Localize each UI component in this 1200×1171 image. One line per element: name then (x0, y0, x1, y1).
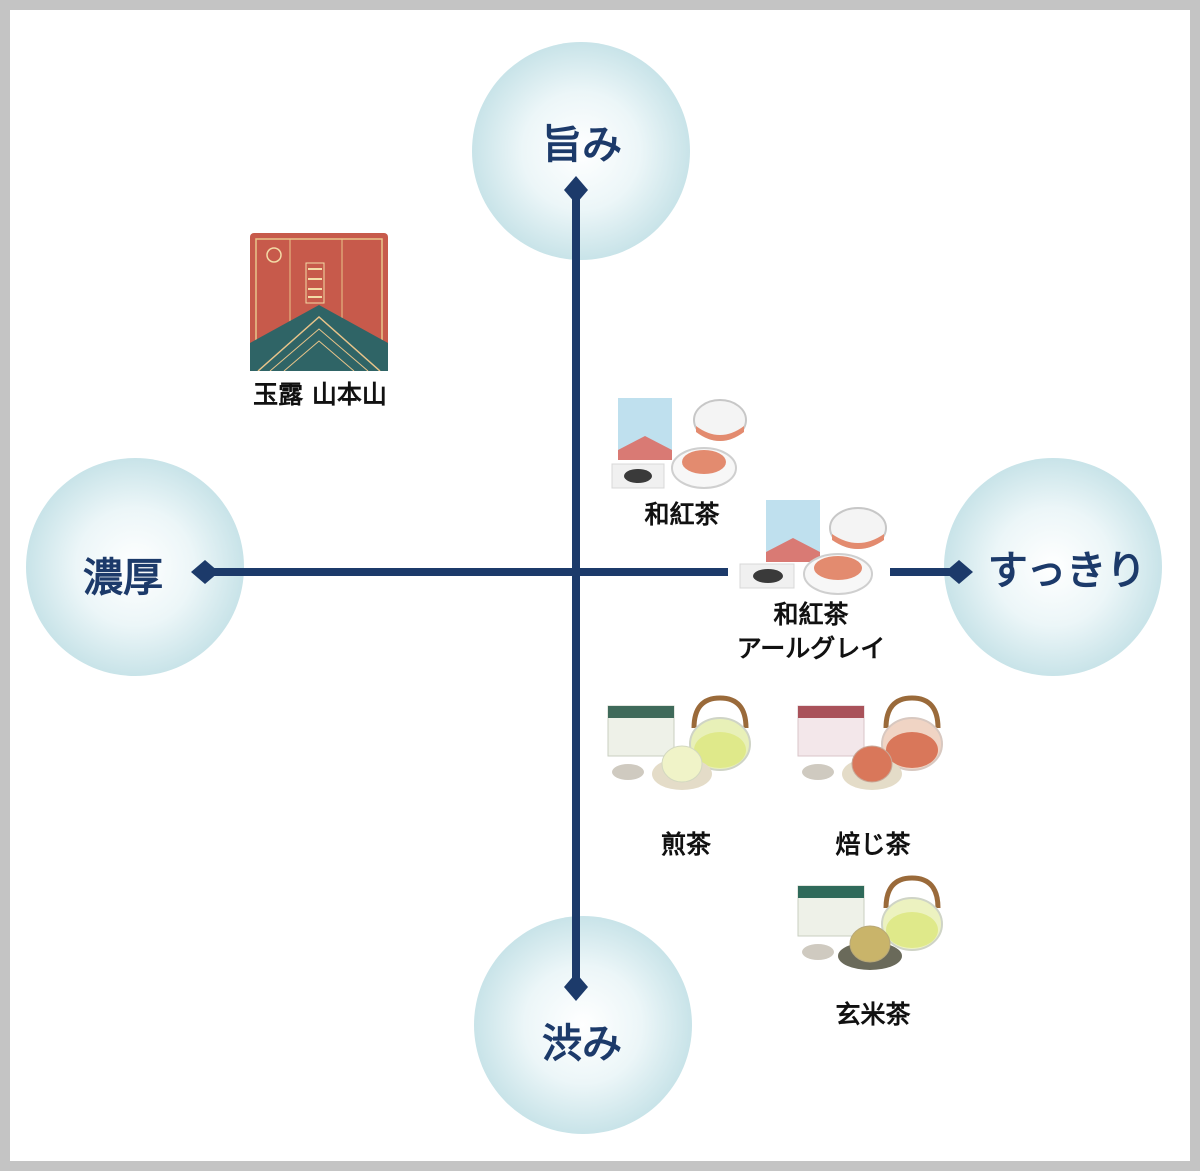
label-sencha: 煎茶 (660, 830, 712, 859)
sencha-package-image (607, 695, 751, 790)
label-wakocha-earlgrey-line2: アールグレイ (736, 634, 886, 663)
arrow-bottom (564, 973, 588, 1001)
axis-label-right: すっきり (987, 548, 1147, 594)
label-wakocha: 和紅茶 (644, 500, 720, 529)
product-wakocha-earlgrey (738, 496, 898, 596)
axis-label-left: 濃厚 (83, 555, 163, 601)
wakocha-earlgrey-package-image (739, 500, 887, 595)
halo-top (472, 42, 690, 260)
product-hojicha (788, 684, 952, 794)
axis-label-top: 旨み (542, 122, 622, 168)
label-gyokuro: 玉露 山本山 (253, 380, 387, 409)
label-hojicha: 焙じ茶 (835, 830, 911, 859)
label-wakocha-earlgrey-line1: 和紅茶 (773, 600, 849, 629)
label-genmaicha: 玄米茶 (835, 1000, 911, 1029)
genmaicha-package-image (797, 875, 943, 970)
arrow-left (191, 560, 219, 584)
arrow-right (945, 560, 973, 584)
halo-bottom (474, 916, 692, 1134)
axis-label-bottom: 渋み (542, 1021, 622, 1067)
gyokuro-package-image (250, 233, 388, 372)
wakocha-package-image (611, 398, 747, 489)
product-genmaicha (788, 862, 952, 974)
product-sencha (598, 684, 758, 794)
product-gyokuro (250, 233, 388, 372)
halo-right (944, 458, 1162, 676)
axes (191, 176, 973, 1001)
hojicha-package-image (797, 695, 943, 790)
product-wakocha (610, 392, 760, 492)
label-wakocha-earlgrey: 和紅茶 アールグレイ (737, 598, 886, 666)
arrow-top (564, 176, 588, 204)
